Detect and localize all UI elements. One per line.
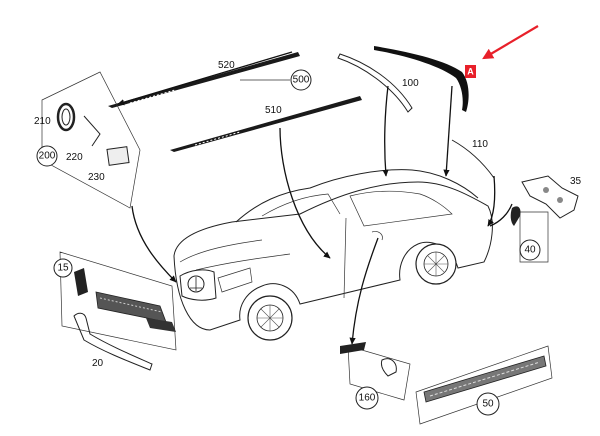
front-wheel [247, 295, 293, 341]
pointer-510 [279, 127, 331, 259]
pointer-40 [489, 203, 513, 227]
label-20: 20 [92, 358, 104, 369]
label-35: 35 [570, 176, 582, 187]
rear-diffuser-35 [521, 175, 579, 219]
front-grille-panel-15 [59, 251, 177, 351]
callout-160: 160 [355, 386, 379, 410]
rear-wheel [415, 243, 457, 285]
red-arrow-icon [482, 25, 539, 60]
label-200: 200 [39, 151, 56, 162]
label-15: 15 [57, 263, 69, 274]
label-500: 500 [293, 75, 310, 86]
label-510: 510 [265, 105, 282, 116]
badge-letter: А [467, 67, 474, 77]
label-210: 210 [34, 116, 51, 127]
pointer-100 [382, 85, 389, 177]
callout-50: 50 [476, 392, 500, 416]
stripe-520-decal [108, 52, 300, 108]
pointer-160 [349, 237, 379, 345]
door-handle-part-160 [340, 342, 411, 401]
side-part-40 [510, 206, 549, 263]
side-sill-part-50 [415, 345, 553, 425]
front-star-emblem [187, 275, 205, 293]
pointer-110 [487, 175, 496, 227]
emblem-detail-panel [41, 71, 141, 209]
label-220: 220 [66, 152, 83, 163]
label-520: 520 [218, 60, 235, 71]
highlight-badge: А [465, 65, 476, 78]
pointer-spoiler [443, 85, 453, 177]
label-40: 40 [524, 245, 536, 256]
spoiler-part-100 [337, 46, 469, 113]
callout-40: 40 [519, 239, 541, 261]
spoiler-part-110 [451, 139, 495, 179]
label-160: 160 [359, 393, 376, 404]
plate-230 [106, 146, 130, 166]
emblem-ring-210 [56, 102, 76, 132]
callout-200: 200 [36, 145, 58, 167]
callout-15: 15 [53, 258, 73, 278]
car-coupe-outline [173, 169, 493, 341]
label-100: 100 [402, 78, 419, 89]
callout-500: 500 [290, 69, 312, 91]
splitter-20 [73, 312, 153, 371]
label-230: 230 [88, 172, 105, 183]
label-110: 110 [472, 139, 488, 150]
label-50: 50 [482, 399, 494, 410]
pointer-200 [131, 205, 177, 283]
stripe-510-decal [170, 96, 362, 152]
pointer-520 [117, 51, 293, 106]
fastener-220 [83, 115, 101, 147]
